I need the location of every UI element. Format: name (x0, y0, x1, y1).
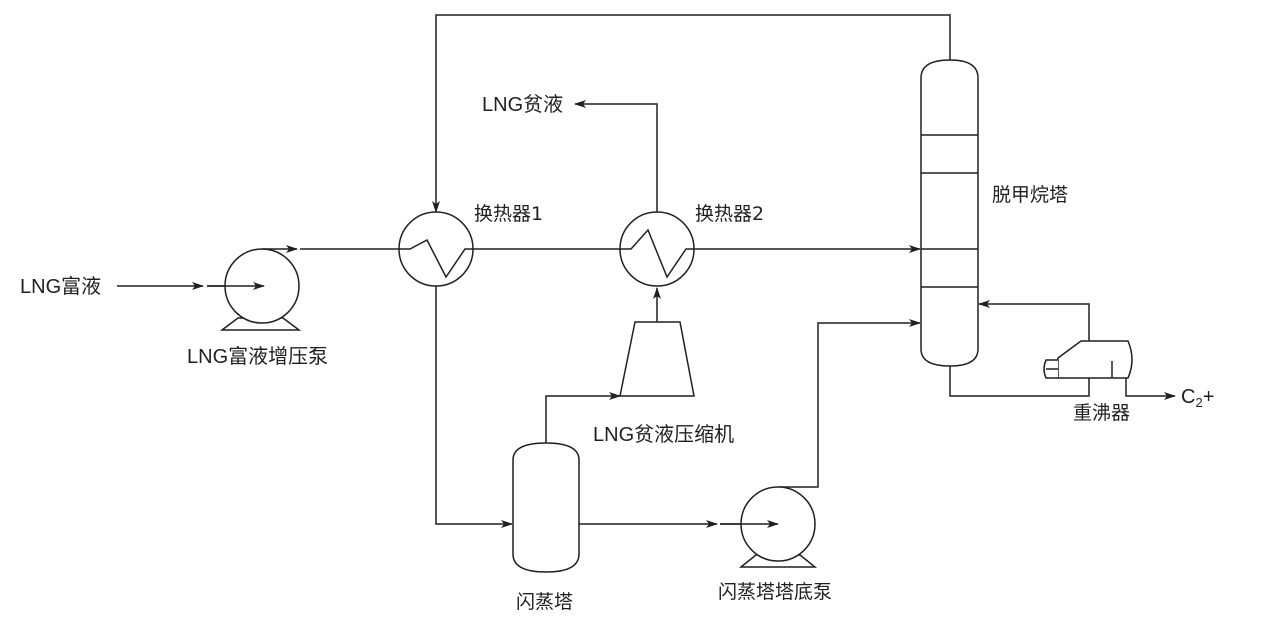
stream-column-bottoms (949, 366, 1090, 397)
c2-product-label: C2+ (1181, 386, 1214, 410)
pump-base-icon (219, 317, 302, 331)
reboiler[interactable] (1043, 340, 1133, 379)
feed-label: LNG富液 (20, 275, 101, 298)
stream-c2-product (1125, 378, 1176, 400)
stream-reboiler-return (978, 300, 1090, 341)
hx1-label: 换热器1 (474, 203, 543, 225)
column-shell (920, 59, 979, 367)
stream-column-overhead (432, 14, 951, 213)
stream-lean-outlet (574, 100, 658, 212)
product-subscript: 2 (1195, 395, 1202, 410)
heat-exchanger-coil-icon (399, 238, 474, 279)
flash-drum[interactable] (512, 442, 580, 573)
product-main: C (1181, 386, 1195, 408)
product-suffix: + (1203, 386, 1215, 408)
hx2-label: 换热器2 (695, 203, 764, 225)
demethanizer-column[interactable] (920, 59, 979, 367)
flash-drum-bottom-pump[interactable] (720, 486, 818, 568)
lean-compressor[interactable] (619, 321, 695, 397)
feed-pump-label: LNG富液增压泵 (187, 345, 328, 368)
demethanizer-label: 脱甲烷塔 (992, 184, 1068, 206)
heat-exchanger-coil-icon (620, 228, 694, 279)
stream-hx1-to-flash-drum (435, 286, 513, 528)
stream-flash-vapor-to-compressor (545, 392, 621, 443)
reboiler-label: 重沸器 (1073, 402, 1130, 424)
flash-pump-label: 闪蒸塔塔底泵 (718, 581, 832, 603)
lean-outlet-label: LNG贫液 (482, 93, 563, 116)
stream-flash-pump-to-column (778, 319, 921, 488)
compressor-label: LNG贫液压缩机 (593, 423, 734, 446)
reboiler-shell-icon (1057, 340, 1133, 379)
heat-exchanger-2[interactable] (619, 211, 695, 287)
flash-drum-label: 闪蒸塔 (516, 591, 573, 613)
heat-exchanger-1[interactable] (398, 211, 474, 287)
feed-pump[interactable] (207, 248, 302, 331)
